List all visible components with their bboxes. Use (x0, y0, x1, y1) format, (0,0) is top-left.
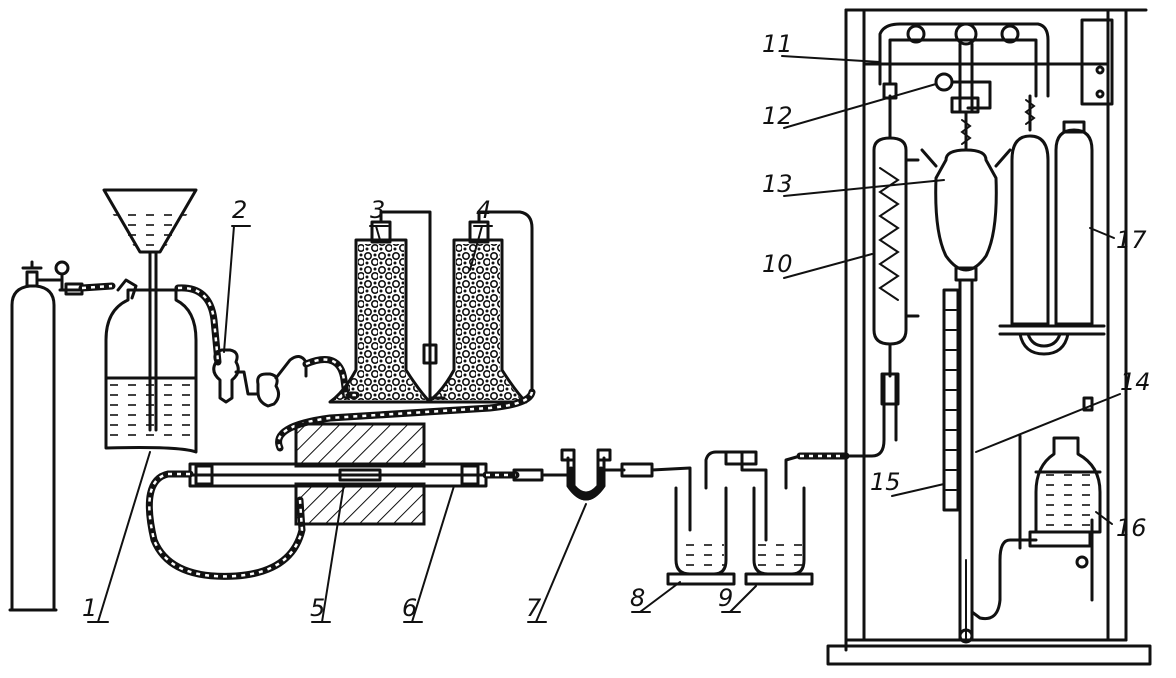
label-1: 1 (82, 594, 97, 622)
top-manifold (878, 22, 1050, 114)
label-12: 12 (762, 102, 793, 130)
pressure-regulator (35, 260, 84, 296)
wash-bottle-8 (666, 450, 758, 586)
label-7: 7 (526, 594, 542, 622)
apparatus-stand (826, 8, 1152, 666)
u-tube-7 (560, 448, 612, 501)
drying-column-4 (426, 210, 534, 404)
label-6: 6 (402, 594, 417, 622)
gas-burette (942, 278, 974, 644)
aspirator-bottle (102, 188, 198, 454)
gas-cylinder (8, 260, 58, 612)
label-2: 2 (232, 196, 247, 224)
reaction-bulb (920, 110, 1012, 282)
label-3: 3 (370, 196, 385, 224)
condenser (846, 82, 920, 458)
wash-bottle-9 (744, 454, 814, 586)
label-5: 5 (310, 594, 325, 622)
leader-lines (87, 55, 1121, 623)
gas-holders (998, 94, 1106, 412)
label-11: 11 (762, 30, 793, 58)
levelling-bottle (970, 434, 1102, 621)
tube-furnace (294, 422, 426, 526)
label-15: 15 (870, 468, 901, 496)
callout-labels: 1 2 3 4 5 6 7 8 9 10 11 12 13 14 15 16 1… (82, 30, 1151, 622)
label-10: 10 (762, 250, 793, 278)
label-17: 17 (1116, 226, 1147, 254)
label-8: 8 (630, 584, 645, 612)
bubbler-2 (212, 348, 308, 408)
label-4: 4 (476, 196, 491, 224)
label-14: 14 (1120, 368, 1151, 396)
label-16: 16 (1116, 514, 1147, 542)
label-13: 13 (762, 170, 793, 198)
label-9: 9 (718, 584, 733, 612)
